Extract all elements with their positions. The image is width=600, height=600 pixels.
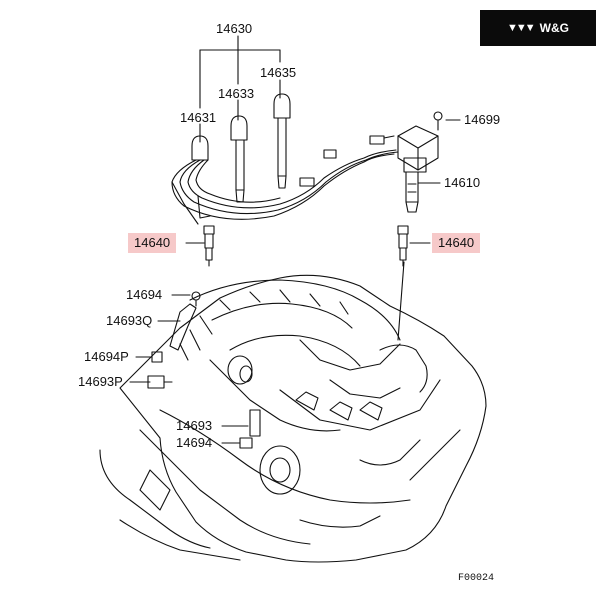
brand-text: W&G [539,21,569,35]
part-label-14694p: 14694P [84,349,129,364]
part-label-14694-top: 14694 [126,287,163,302]
brand-badge: ▼▼▼ W&G [480,10,596,46]
ignition-wire-harness [171,93,399,225]
triple-chevron-icon: ▼▼▼ [507,22,536,34]
part-label-14640-left: 14640 [128,233,177,253]
ignition-coil [397,111,443,213]
part-label-14630: 14630 [216,21,253,36]
figure-code: F00024 [458,573,495,584]
part-label-14693p: 14693P [78,374,123,389]
part-label-14699: 14699 [464,112,501,127]
spark-plug-left [203,225,215,267]
part-label-14610: 14610 [444,175,481,190]
part-label-14633: 14633 [218,86,255,101]
part-label-14693q: 14693Q [106,313,153,328]
leader-lines [129,35,461,444]
part-label-14694-bottom: 14694 [176,435,213,450]
engine-block [99,274,487,563]
crank-sensor-bracket [147,291,261,449]
part-label-14631: 14631 [180,110,217,125]
part-label-14635: 14635 [260,65,297,80]
part-label-14640-right: 14640 [432,233,481,253]
spark-plug-right [397,225,409,267]
part-label-14693: 14693 [176,418,213,433]
